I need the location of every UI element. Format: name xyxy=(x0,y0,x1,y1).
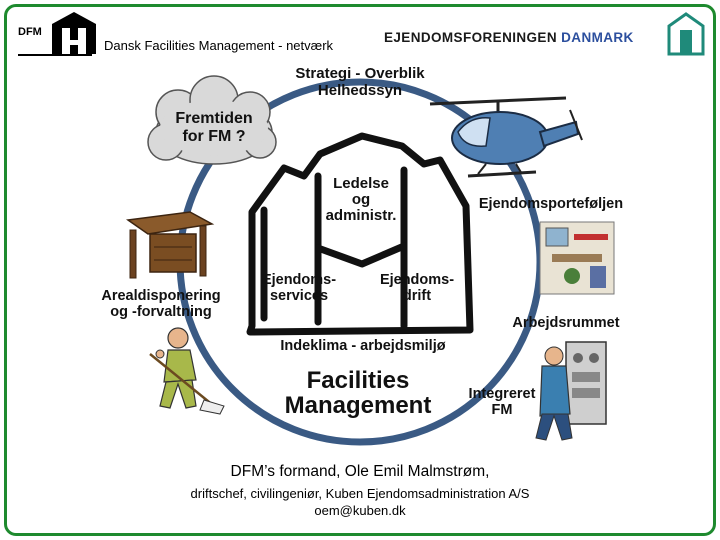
speaker-title: driftschef, civilingeniør, Kuben Ejendom… xyxy=(190,486,530,501)
cloud-label-line1: Fremtiden xyxy=(175,110,253,127)
cleaner-icon xyxy=(149,327,225,415)
management-label-line2: og xyxy=(351,190,371,208)
property-operation-label: Ejendoms- drift xyxy=(372,272,462,304)
workspace-label: Arbejdsrummet xyxy=(512,315,620,331)
management-label-line1: Ledelse xyxy=(333,175,389,192)
organization-name: EJENDOMSFORENINGEN DANMARK xyxy=(384,30,634,45)
worker-icon xyxy=(535,341,607,441)
indoor-climate-label: Indeklima - arbejdsmiljø xyxy=(280,338,446,354)
property-operation-line1: Ejendoms- xyxy=(379,272,455,288)
portfolio-label: Ejendomsporteføljen xyxy=(478,196,624,212)
facilities-title-line1: Facilities xyxy=(306,367,410,394)
office-icon xyxy=(539,221,615,295)
facilities-management-title: Facilities Management xyxy=(268,367,448,420)
desk-icon xyxy=(125,211,215,279)
cloud-label-line2: for FM ? xyxy=(182,127,246,145)
facilities-title-line2: Management xyxy=(284,392,432,420)
area-management-line2: og -forvaltning xyxy=(110,304,212,321)
ejendomsforeningen-logo-icon xyxy=(667,12,705,56)
cloud-icon xyxy=(147,75,277,165)
management-label: Ledelse og administr. xyxy=(316,176,406,223)
strategy-label-line2: Helhedssyn xyxy=(317,81,403,99)
strategy-label: Strategi - Overblik Helhedssyn xyxy=(290,65,430,100)
integrated-fm-label: Integreret FM xyxy=(460,386,544,418)
dfm-logo-icon xyxy=(52,12,96,54)
property-operation-line2: drift xyxy=(402,288,432,305)
org-name-part1: EJENDOMSFORENINGEN xyxy=(384,30,557,45)
dfm-logo-text: DFM xyxy=(18,26,42,38)
property-services-label: Ejendoms- services xyxy=(256,272,342,304)
speaker-name: DFM’s formand, Ole Emil Malmstrøm, xyxy=(230,463,490,480)
helicopter-icon xyxy=(429,96,583,178)
area-management-line1: Arealdisponering xyxy=(101,288,221,304)
org-name-part2: DANMARK xyxy=(561,30,634,45)
cloud-label: Fremtiden for FM ? xyxy=(154,110,274,146)
property-services-line1: Ejendoms- xyxy=(261,272,337,288)
integrated-fm-line1: Integreret xyxy=(468,386,536,402)
area-management-label: Arealdisponering og -forvaltning xyxy=(96,288,226,320)
logo-underline xyxy=(18,54,92,56)
integrated-fm-line2: FM xyxy=(491,402,513,419)
management-label-line3: administr. xyxy=(325,206,397,224)
house-outline xyxy=(246,132,474,336)
speaker-email[interactable]: oem@kuben.dk xyxy=(314,503,406,518)
network-label: Dansk Facilities Management - netværk xyxy=(104,38,334,53)
strategy-label-line1: Strategi - Overblik xyxy=(295,65,425,82)
property-services-line2: services xyxy=(269,288,329,305)
